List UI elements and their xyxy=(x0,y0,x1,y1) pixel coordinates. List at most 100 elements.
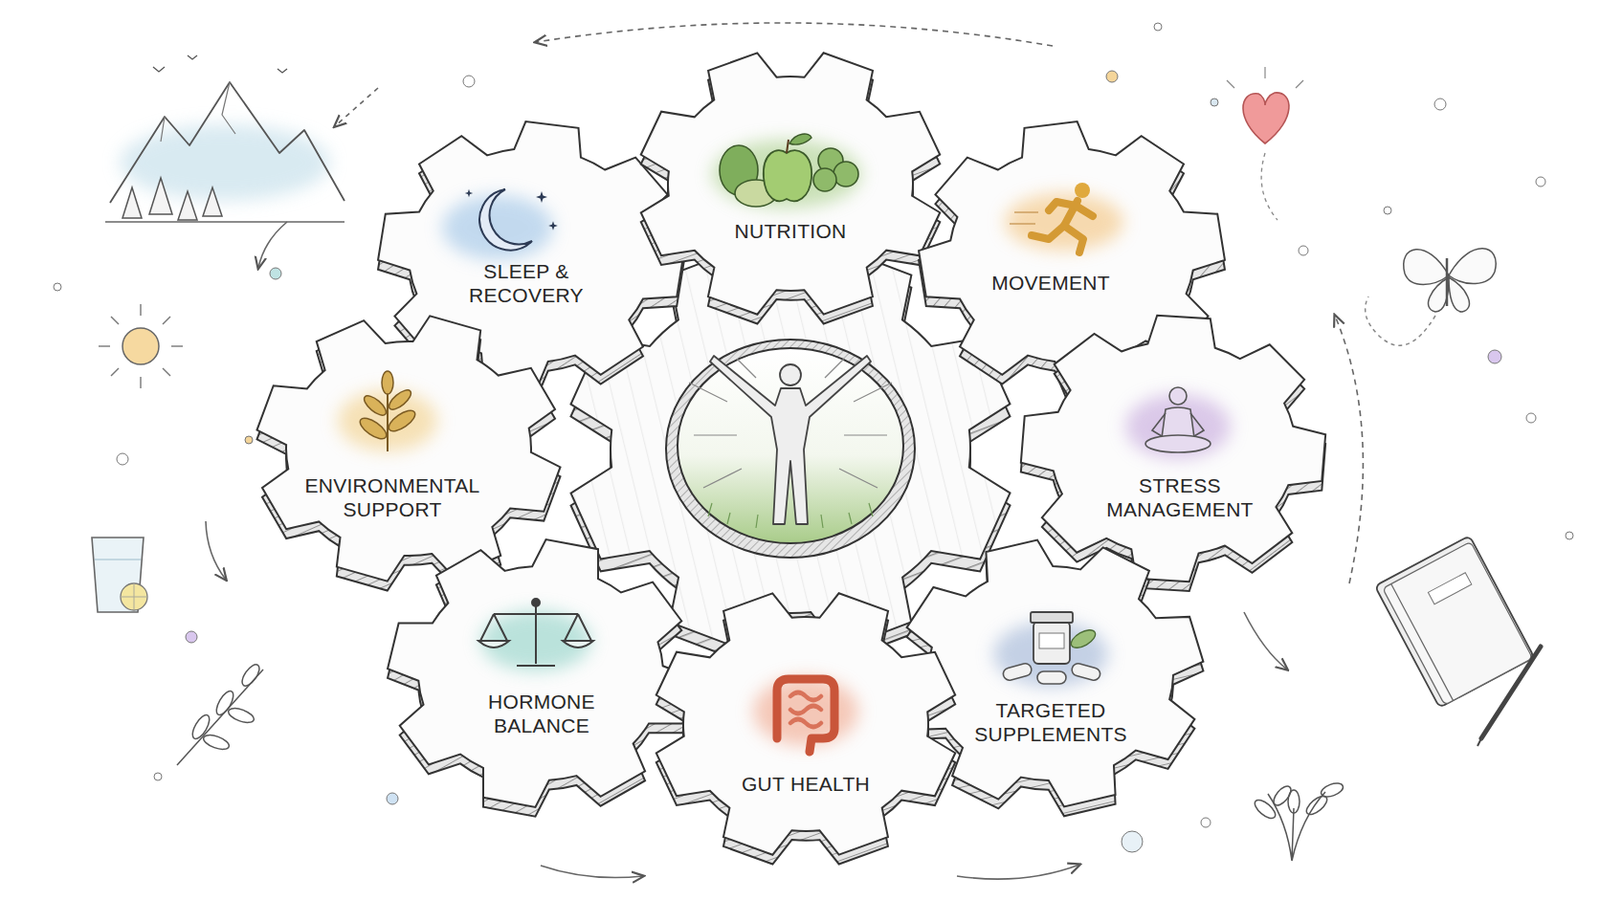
center-figure xyxy=(666,339,915,558)
gear xyxy=(608,552,1003,897)
sun xyxy=(111,368,119,377)
moon-icon xyxy=(465,189,473,198)
sun xyxy=(98,345,111,347)
moon-icon xyxy=(442,189,558,261)
heart xyxy=(1261,153,1278,221)
branch xyxy=(189,712,213,742)
sun xyxy=(162,316,171,325)
butterfly xyxy=(1365,296,1436,346)
heart xyxy=(1226,66,1304,89)
plant xyxy=(1288,790,1300,814)
runner-icon xyxy=(1009,212,1039,224)
gut-icon xyxy=(753,677,859,747)
dots xyxy=(1535,177,1546,187)
center-figure xyxy=(677,348,904,544)
water-glass xyxy=(91,537,148,613)
mountains xyxy=(105,221,345,223)
supplements-icon xyxy=(1001,662,1033,682)
branch xyxy=(177,662,264,766)
dots xyxy=(386,793,399,805)
supplements-icon xyxy=(1067,626,1098,652)
center-figure xyxy=(710,355,871,525)
dots xyxy=(1154,22,1162,31)
notebook xyxy=(1481,646,1541,739)
supplements-icon xyxy=(1037,671,1067,685)
meditation-icon xyxy=(1145,435,1211,453)
branch xyxy=(239,662,264,689)
mountains xyxy=(122,177,223,221)
dots xyxy=(1526,413,1536,423)
mountains xyxy=(153,55,288,73)
sun xyxy=(139,377,141,389)
supplements-icon xyxy=(993,622,1109,688)
heart xyxy=(1264,66,1266,79)
orbit-arrows xyxy=(1244,612,1288,670)
sun xyxy=(111,316,119,325)
gear-node: STRESS MANAGEMENT xyxy=(1090,471,1270,524)
orbit-arrows xyxy=(334,88,378,127)
orbit-arrows xyxy=(535,22,1053,46)
orbit-arrows xyxy=(956,865,1080,880)
center-figure xyxy=(844,434,888,436)
gear-node: ENVIRONMENTAL SUPPORT xyxy=(284,471,502,524)
dots xyxy=(154,773,162,781)
dots xyxy=(116,453,129,466)
sun xyxy=(98,304,183,389)
supplements-icon xyxy=(1030,612,1073,623)
sun xyxy=(171,345,183,347)
plant xyxy=(1319,780,1346,800)
dots xyxy=(1565,532,1574,540)
mountains xyxy=(105,55,345,223)
center-figure xyxy=(688,382,728,402)
scales-icon xyxy=(493,613,578,616)
supplements-icon xyxy=(1039,633,1065,649)
supplements-icon xyxy=(993,612,1109,688)
gear-node: HORMONE BALANCE xyxy=(473,688,610,740)
heart xyxy=(1226,66,1304,221)
heart xyxy=(1295,80,1304,89)
dots xyxy=(1200,818,1211,828)
center-figure xyxy=(708,503,873,529)
dots xyxy=(53,283,62,291)
center-figure xyxy=(703,468,742,489)
branch xyxy=(201,733,231,754)
notebook xyxy=(1427,573,1471,605)
center-figure xyxy=(708,503,873,529)
gear-label: STRESS MANAGEMENT xyxy=(1096,473,1265,522)
meditation-icon xyxy=(1161,407,1195,439)
food-icon xyxy=(789,133,812,145)
runner-icon xyxy=(1031,225,1065,240)
notebook xyxy=(1375,535,1541,747)
sun xyxy=(122,328,159,365)
leaves-icon xyxy=(337,371,438,452)
supplements-icon xyxy=(1033,622,1070,665)
dots xyxy=(1210,98,1219,107)
dots xyxy=(1298,245,1309,256)
butterfly xyxy=(1365,248,1497,347)
butterfly xyxy=(1403,249,1449,286)
gear xyxy=(593,11,988,366)
center-figure xyxy=(736,358,756,378)
runner-icon xyxy=(1014,211,1039,213)
leaves-icon xyxy=(360,392,389,419)
notebook xyxy=(1391,584,1454,702)
sun xyxy=(162,368,171,377)
plant xyxy=(1251,780,1345,862)
moon-icon xyxy=(442,195,554,261)
gear-label: SLEEP & RECOVERY xyxy=(449,259,603,308)
runner-icon xyxy=(1048,201,1076,211)
gear-node: MOVEMENT xyxy=(985,268,1116,297)
runner-icon xyxy=(1004,182,1124,253)
branch xyxy=(213,688,237,718)
center-figure xyxy=(839,468,878,489)
scales-icon xyxy=(562,641,594,648)
runner-icon xyxy=(1009,222,1036,224)
moon-icon xyxy=(479,189,533,251)
dots xyxy=(1106,70,1118,83)
gear xyxy=(608,561,1003,900)
center-figure xyxy=(824,358,845,378)
gear-label: TARGETED SUPPLEMENTS xyxy=(962,698,1140,747)
moon-icon xyxy=(548,221,558,231)
dots xyxy=(1383,206,1392,215)
